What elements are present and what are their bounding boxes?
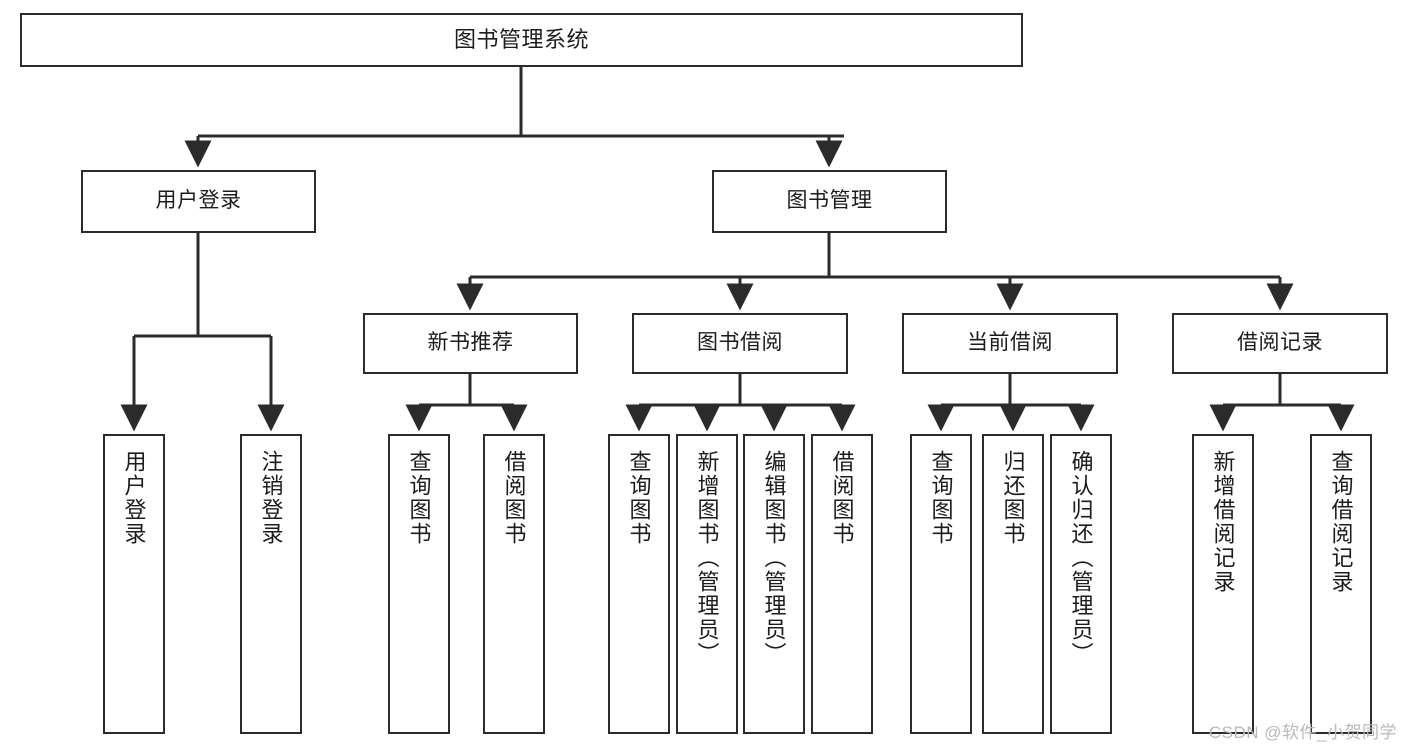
node-label: 新书推荐 xyxy=(427,331,514,355)
leaf-record-add[interactable]: 新增借阅记录 xyxy=(1192,434,1254,734)
node-label: 查询借阅记录 xyxy=(1328,450,1354,594)
node-current-borrow[interactable]: 当前借阅 xyxy=(902,313,1118,374)
watermark-text: CSDN @软件_小贺同学 xyxy=(1208,723,1397,742)
node-label: 编辑图书（管理员） xyxy=(761,450,787,666)
node-label: 当前借阅 xyxy=(967,331,1053,355)
node-label: 新增借阅记录 xyxy=(1210,450,1236,594)
node-label: 图书借阅 xyxy=(697,331,783,355)
leaf-user-login[interactable]: 用户登录 xyxy=(103,434,165,734)
leaf-new-book-borrow[interactable]: 借阅图书 xyxy=(483,434,545,734)
node-book-management[interactable]: 图书管理 xyxy=(712,170,947,233)
node-label: 查询图书 xyxy=(626,450,652,546)
leaf-current-query-book[interactable]: 查询图书 xyxy=(910,434,972,734)
node-new-book-recommend[interactable]: 新书推荐 xyxy=(363,313,578,374)
node-user-login[interactable]: 用户登录 xyxy=(81,170,316,233)
node-label: 用户登录 xyxy=(121,450,147,546)
leaf-borrow-lend-book[interactable]: 借阅图书 xyxy=(811,434,873,734)
node-root-system[interactable]: 图书管理系统 xyxy=(20,13,1023,67)
leaf-current-confirm-return[interactable]: 确认归还（管理员） xyxy=(1050,434,1112,734)
node-label: 查询图书 xyxy=(406,450,432,546)
node-label: 注销登录 xyxy=(258,450,284,546)
node-label: 用户登录 xyxy=(155,189,242,213)
leaf-new-book-query[interactable]: 查询图书 xyxy=(388,434,450,734)
leaf-current-return-book[interactable]: 归还图书 xyxy=(982,434,1044,734)
node-label: 借阅记录 xyxy=(1237,331,1323,355)
leaf-record-query[interactable]: 查询借阅记录 xyxy=(1310,434,1372,734)
node-label: 查询图书 xyxy=(928,450,954,546)
leaf-borrow-query-book[interactable]: 查询图书 xyxy=(608,434,670,734)
leaf-borrow-edit-book[interactable]: 编辑图书（管理员） xyxy=(743,434,805,734)
node-label: 确认归还（管理员） xyxy=(1068,450,1094,666)
node-label: 图书管理系统 xyxy=(453,27,589,53)
node-label: 借阅图书 xyxy=(501,450,527,546)
node-book-borrow[interactable]: 图书借阅 xyxy=(632,313,848,374)
node-label: 新增图书（管理员） xyxy=(694,450,720,666)
node-borrow-record[interactable]: 借阅记录 xyxy=(1172,313,1388,374)
node-label: 图书管理 xyxy=(786,189,873,213)
node-label: 归还图书 xyxy=(1000,450,1026,546)
node-label: 借阅图书 xyxy=(829,450,855,546)
leaf-borrow-add-book[interactable]: 新增图书（管理员） xyxy=(676,434,738,734)
leaf-user-logout[interactable]: 注销登录 xyxy=(240,434,302,734)
